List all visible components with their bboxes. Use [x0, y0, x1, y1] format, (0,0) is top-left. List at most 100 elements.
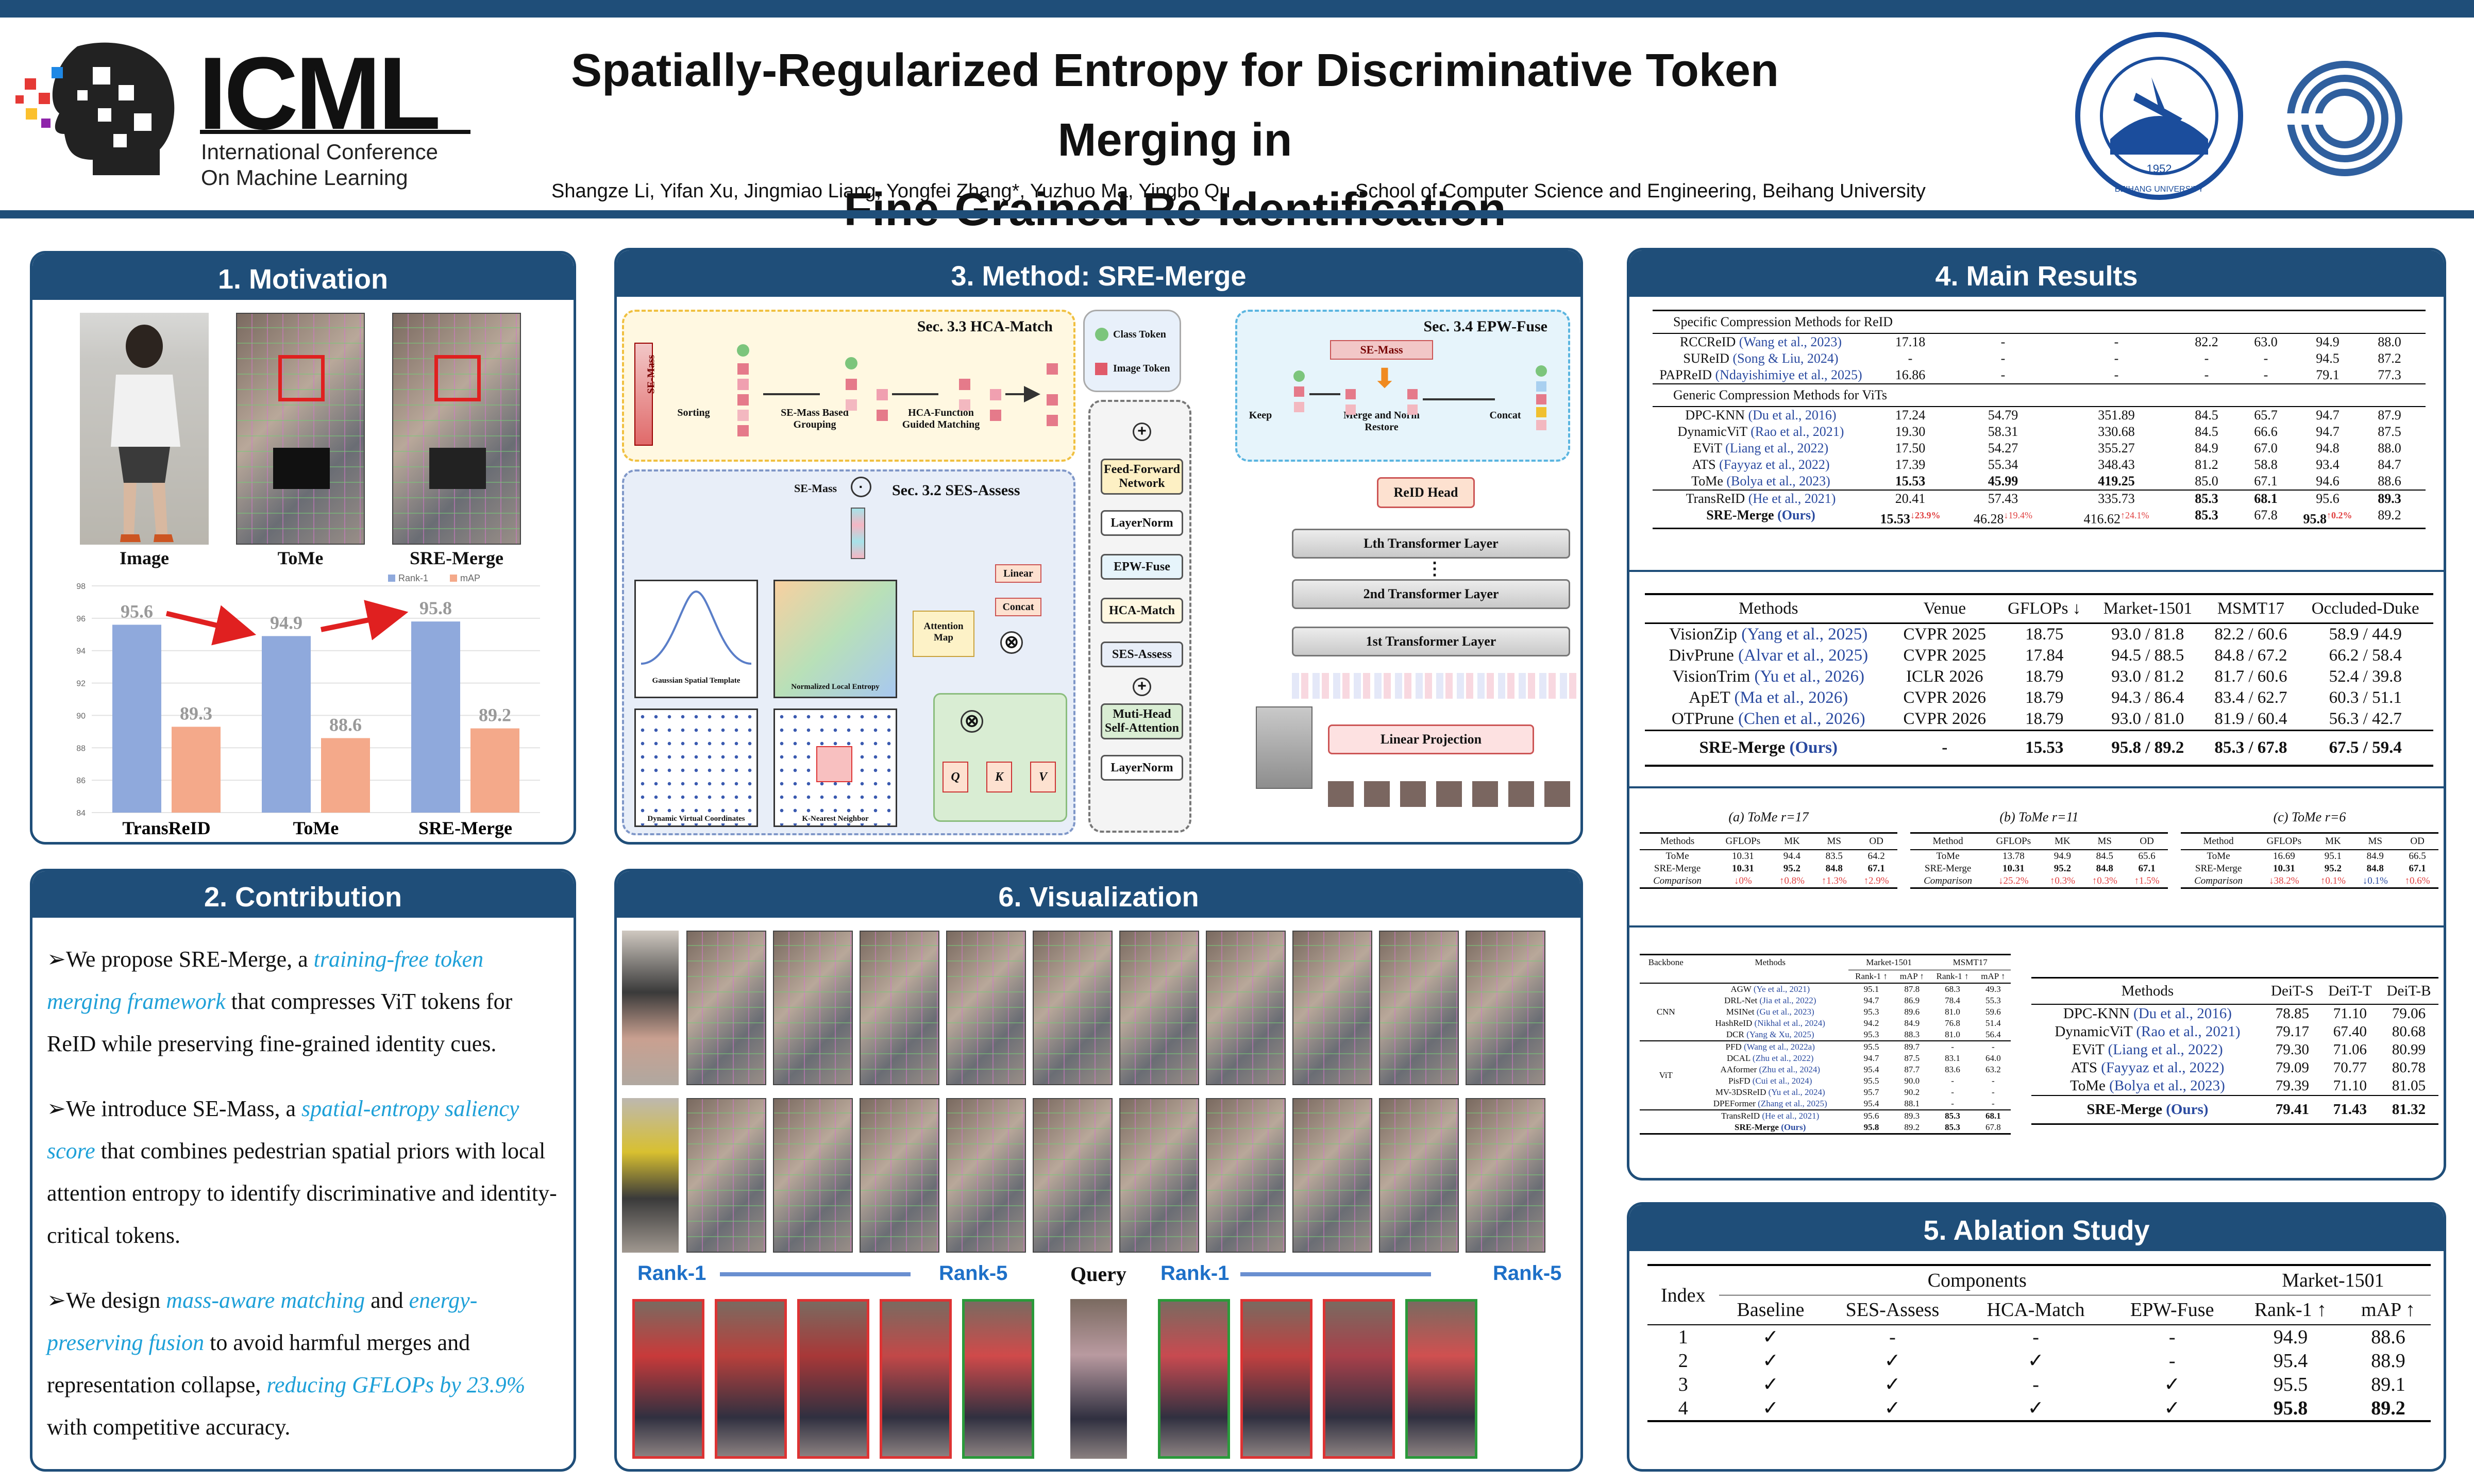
coords-label: Dynamic Virtual Coordinates: [636, 815, 756, 823]
contribution-2-post: that combines pedestrian spatial priors …: [47, 1138, 557, 1248]
t1-cell: -: [2000, 367, 2006, 382]
av-multiply-icon: ⊗: [1000, 631, 1023, 654]
t4-header-cell: mAP ↑: [1894, 970, 1930, 984]
ablation-cell: 89.2: [2371, 1397, 2405, 1419]
t1-cell: 67.0: [2254, 441, 2278, 456]
hca-match-layer: HCA-Match: [1101, 598, 1183, 623]
t4-cell: DPEFormer (Zhang et al., 2025): [1713, 1098, 1827, 1108]
t4-cell: 83.6: [1945, 1064, 1960, 1074]
t4-citation: (Zhang et al., 2025): [1758, 1098, 1827, 1108]
t5-header-cell: DeiT-T: [2320, 977, 2379, 1005]
legend-label: Rank-1: [398, 573, 428, 583]
t4-cell: TransReID (He et al., 2021): [1692, 1109, 1848, 1122]
t2-cell: OTPrune (Chen et al., 2026): [1671, 710, 1865, 728]
y-tick-label: 84: [76, 809, 86, 818]
gaussian-template: Gaussian Spatial Template: [634, 580, 758, 698]
t4-cell: 63.2: [1985, 1064, 2001, 1074]
hca-title: Sec. 3.3 HCA-Match: [917, 318, 1053, 335]
t2-cell: 18.75: [2025, 625, 2064, 644]
t1-cell: 57.43: [1988, 491, 2018, 506]
t3-header-cell: MK: [2312, 833, 2354, 850]
t1-cell: 46.28↓19.4%: [1974, 510, 2032, 527]
qk-multiply-icon: ⊗: [961, 710, 983, 733]
t4-citation: (Zhu et al., 2024): [1759, 1064, 1821, 1074]
merge-visualization-tile: [1119, 931, 1199, 1085]
seal-year: 1952: [2147, 162, 2172, 175]
rank-arrow-right: [1240, 1272, 1431, 1276]
icml-logo-icon: [15, 42, 175, 175]
t2-cell: 18.79: [2025, 688, 2064, 707]
results-divider-3: [1629, 925, 2444, 927]
t5-cell: DPC-KNN (Du et al., 2016): [2063, 1005, 2232, 1022]
t1-citation: (Du et al., 2016): [1748, 408, 1837, 423]
keep-label: Keep: [1249, 410, 1272, 421]
t1-cell: ToMe (Bolya et al., 2023): [1691, 474, 1830, 488]
t5-citation: (Ours): [2166, 1101, 2209, 1118]
token-sequence: [1292, 673, 1580, 699]
attention-map: Attention Map: [913, 611, 974, 657]
bar-map: [321, 738, 370, 813]
t2-cell: 58.9 / 44.9: [2329, 625, 2402, 644]
t1-row: PAPReID (Ndayishimiye et al., 2025)16.86…: [1653, 367, 2426, 383]
bar-rank-1: [411, 621, 460, 813]
y-tick-label: 98: [76, 582, 86, 591]
tome-highlight-box: [278, 355, 325, 401]
t4-cell: 64.0: [1985, 1053, 2001, 1063]
t3-cell: Comparison: [1653, 875, 1702, 886]
ablation-cell: ✓: [2164, 1397, 2181, 1419]
t4-cell: 49.3: [1985, 984, 2001, 994]
merge-visualization-tile: [1292, 931, 1372, 1085]
motivation-title: 1. Motivation: [32, 254, 574, 300]
t2-cell: 81.7 / 60.6: [2214, 667, 2287, 686]
t4-cell: 89.2: [1904, 1122, 1920, 1132]
ablation-cell: ✓: [1884, 1350, 1901, 1372]
t4-header-cell: MSMT17: [1929, 954, 2011, 970]
t1-cell: 85.3: [2195, 508, 2218, 522]
t1-cell: 63.0: [2254, 334, 2278, 349]
motivation-bar-chart: 848688909294969895.689.3TransReID94.988.…: [76, 573, 540, 838]
t3-header-cell: MS: [2083, 833, 2126, 850]
ablation-cell: ✓: [1762, 1326, 1779, 1348]
t1-cell: 416.62↑24.1%: [2083, 510, 2149, 527]
t5-cell: 80.68: [2392, 1023, 2426, 1040]
paper-title-line2: Fine-Grained Re-Identification: [844, 184, 1506, 235]
t1-cell: 68.1: [2254, 491, 2278, 506]
epw-fuse-box: Sec. 3.4 EPW-Fuse SE-Mass ⬇ Keep Merge a…: [1235, 310, 1570, 462]
t3-header-cell: GFLOPs: [2256, 833, 2312, 850]
t3-cell: 16.69: [2273, 851, 2295, 862]
sre-merge-label: SRE-Merge: [410, 548, 503, 568]
contribution-title: 2. Contribution: [32, 871, 574, 918]
t5-cell: 78.85: [2275, 1005, 2309, 1022]
t1-cell: 79.1: [2316, 367, 2340, 382]
t5-cell: ToMe (Bolya et al., 2023): [2070, 1077, 2225, 1094]
t2-cell: 84.8 / 67.2: [2214, 646, 2287, 665]
t2-cell: VisionZip (Yang et al., 2025): [1669, 625, 1868, 644]
merge-visualization-tile: [1466, 931, 1545, 1085]
t3-caption: (c) ToMe r=6: [2273, 810, 2346, 824]
t1-cell: 89.2: [2378, 508, 2401, 522]
lth-layer: Lth Transformer Layer: [1292, 529, 1570, 559]
ses-title: Sec. 3.2 SES-Assess: [892, 482, 1020, 499]
t1-cell: 17.24: [1895, 408, 1926, 423]
t3-row: Comparison↓38.2%↑0.1%↓0.1%↑0.6%: [2181, 875, 2438, 888]
ablation-cell: -: [2032, 1374, 2039, 1395]
t5-citation: (Du et al., 2016): [2133, 1005, 2232, 1022]
t4-cell: 94.7: [1863, 1053, 1879, 1063]
t4-header-cell: mAP ↑: [1975, 970, 2011, 984]
t1-cell: 355.27: [2098, 441, 2135, 456]
t4-citation: (Gu et al., 2023): [1756, 1006, 1814, 1017]
t3-cell: 95.2: [2324, 863, 2342, 874]
